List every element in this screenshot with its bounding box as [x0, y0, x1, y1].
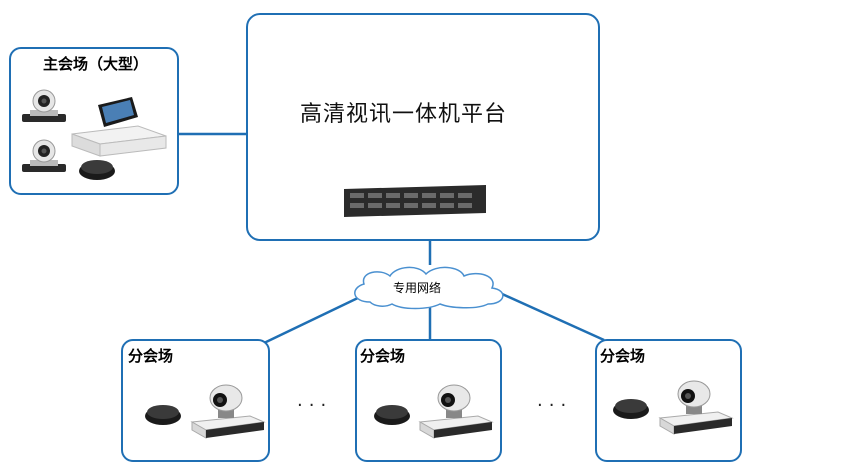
microphone-icon	[374, 405, 410, 425]
microphone-icon	[613, 399, 649, 419]
branch-site-box	[595, 339, 742, 462]
rack-server-icon	[344, 185, 486, 217]
camera-terminal-icon	[190, 384, 266, 439]
network-cloud-icon	[354, 266, 504, 310]
link-network-to-branch-3	[499, 291, 605, 342]
ellipsis-2: ...	[537, 390, 573, 411]
link-network-to-branch-1	[263, 294, 363, 345]
ellipsis-1: ...	[297, 390, 333, 411]
camera-terminal-icon	[658, 380, 734, 435]
platform-title: 高清视讯一体机平台	[300, 102, 508, 127]
branch-site-box	[355, 339, 502, 462]
ptz-camera-icon	[22, 89, 66, 122]
network-label: 专用网络	[393, 281, 442, 295]
touch-panel-icon	[98, 97, 138, 127]
branch-site-label: 分会场	[128, 347, 174, 365]
main-site-label: 主会场（大型）	[43, 55, 149, 73]
microphone-icon	[79, 160, 115, 180]
branch-site-label: 分会场	[600, 347, 646, 365]
microphone-icon	[145, 405, 181, 425]
branch-site-label: 分会场	[360, 347, 406, 365]
branch-site-box	[121, 339, 270, 462]
video-terminal-icon	[71, 125, 167, 157]
ptz-camera-icon	[22, 139, 66, 172]
camera-terminal-icon	[418, 384, 494, 439]
